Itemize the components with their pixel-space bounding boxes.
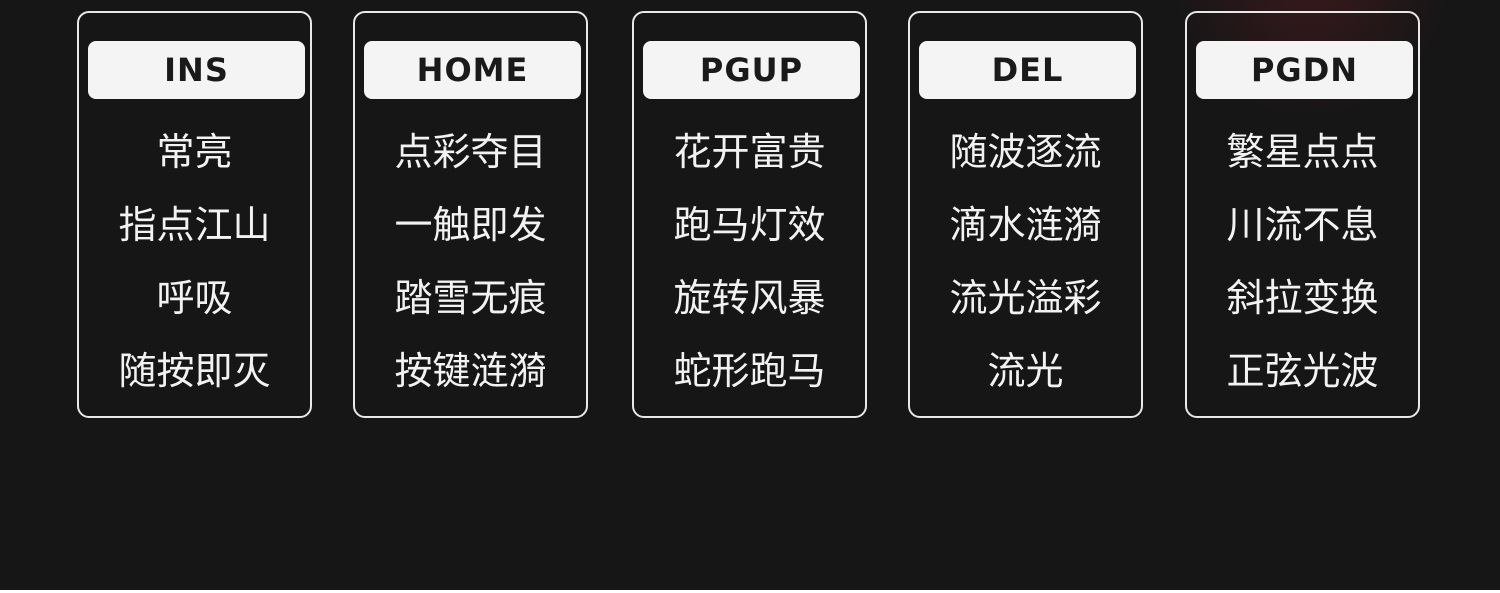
mode-item: 繁星点点 (1226, 130, 1379, 174)
mode-item: 旋转风暴 (673, 276, 826, 320)
mode-item: 呼吸 (156, 276, 233, 320)
card-ins: INS 常亮 指点江山 呼吸 随按即灭 (77, 11, 312, 418)
mode-item: 常亮 (156, 130, 233, 174)
mode-list-pgdn: 繁星点点 川流不息 斜拉变换 正弦光波 (1187, 116, 1418, 408)
mode-item: 踏雪无痕 (394, 276, 547, 320)
mode-item: 滴水涟漪 (949, 203, 1102, 247)
mode-list-home: 点彩夺目 一触即发 踏雪无痕 按键涟漪 (355, 116, 586, 408)
card-pgup: PGUP 花开富贵 跑马灯效 旋转风暴 蛇形跑马 (632, 11, 867, 418)
card-pgdn: PGDN 繁星点点 川流不息 斜拉变换 正弦光波 (1185, 11, 1420, 418)
mode-item: 点彩夺目 (394, 130, 547, 174)
mode-list-ins: 常亮 指点江山 呼吸 随按即灭 (79, 116, 310, 408)
mode-item: 按键涟漪 (394, 349, 547, 393)
key-label-pgup: PGUP (643, 41, 860, 99)
card-home: HOME 点彩夺目 一触即发 踏雪无痕 按键涟漪 (353, 11, 588, 418)
key-label-pgdn: PGDN (1196, 41, 1413, 99)
key-label-del: DEL (919, 41, 1136, 99)
mode-item: 随波逐流 (949, 130, 1102, 174)
mode-item: 正弦光波 (1226, 349, 1379, 393)
mode-item: 一触即发 (394, 203, 547, 247)
mode-item: 流光 (987, 349, 1064, 393)
mode-item: 蛇形跑马 (673, 349, 826, 393)
key-label-ins: INS (88, 41, 305, 99)
card-del: DEL 随波逐流 滴水涟漪 流光溢彩 流光 (908, 11, 1143, 418)
mode-list-pgup: 花开富贵 跑马灯效 旋转风暴 蛇形跑马 (634, 116, 865, 408)
mode-item: 指点江山 (118, 203, 271, 247)
mode-list-del: 随波逐流 滴水涟漪 流光溢彩 流光 (910, 116, 1141, 408)
mode-item: 花开富贵 (673, 130, 826, 174)
mode-item: 随按即灭 (118, 349, 271, 393)
mode-item: 跑马灯效 (673, 203, 826, 247)
mode-item: 川流不息 (1226, 203, 1379, 247)
mode-item: 流光溢彩 (949, 276, 1102, 320)
key-label-home: HOME (364, 41, 581, 99)
mode-item: 斜拉变换 (1226, 276, 1379, 320)
